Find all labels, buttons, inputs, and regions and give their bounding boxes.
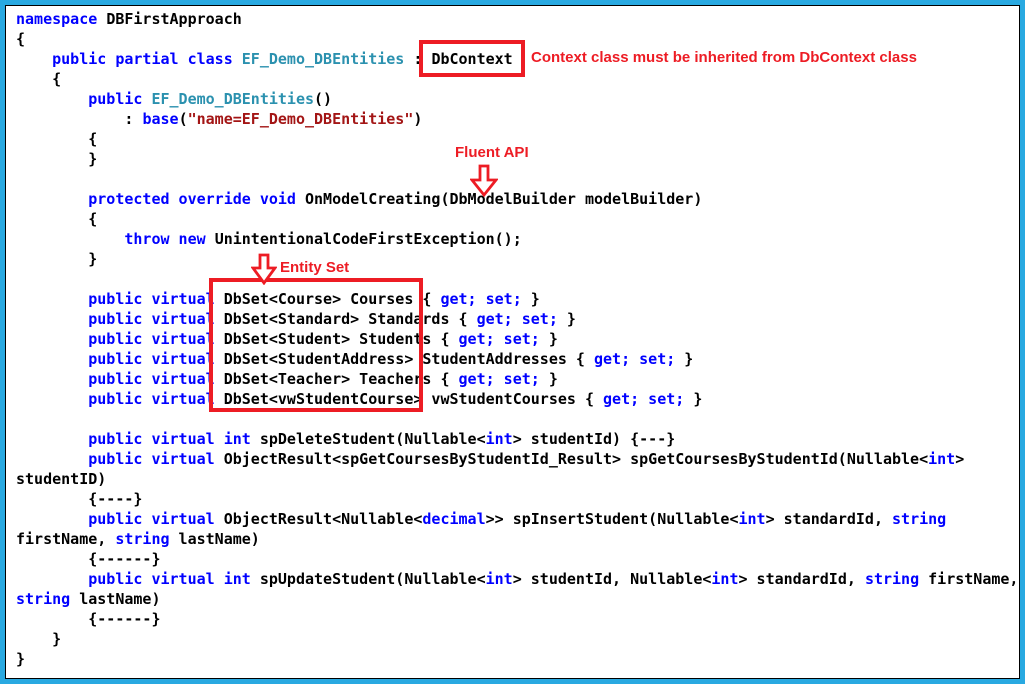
code-line: string lastName) (16, 590, 161, 608)
code-line: public virtual DbSet<Standard> Standards… (88, 310, 576, 328)
code-line: protected override void OnModelCreating(… (88, 190, 703, 208)
code-line: studentID) (16, 470, 107, 488)
entity-set-arrow-icon (251, 253, 277, 285)
fluent-api-arrow-icon (470, 164, 498, 197)
code-line: public virtual int spUpdateStudent(Nulla… (88, 570, 1019, 588)
code-line: { (16, 30, 26, 48)
code-line: { (16, 130, 98, 148)
code-line: public virtual int spDeleteStudent(Nulla… (88, 430, 676, 448)
code-line (16, 169, 1019, 189)
code-line: {------} (16, 610, 161, 628)
code-line: public EF_Demo_DBEntities() (88, 90, 333, 108)
code-line: } (16, 650, 26, 668)
code-line: { (16, 210, 98, 228)
code-line: { (16, 70, 62, 88)
code-line: public virtual ObjectResult<spGetCourses… (88, 450, 965, 468)
code-line: public virtual ObjectResult<Nullable<dec… (88, 510, 947, 528)
entity-set-label: Entity Set (280, 259, 350, 276)
code-line: public virtual DbSet<Student> Students {… (88, 330, 558, 348)
code-line: public virtual DbSet<vwStudentCourse> vw… (88, 390, 703, 408)
code-line: } (16, 150, 98, 168)
code-line (16, 269, 1019, 289)
dbcontext-highlight-box (419, 40, 525, 77)
code-line: {----} (16, 490, 143, 508)
entity-set-highlight-box (209, 278, 423, 412)
code-line: public virtual DbSet<Course> Courses { g… (88, 290, 540, 308)
code-line: namespace DBFirstApproach (16, 10, 242, 28)
fluent-api-label: Fluent API (455, 144, 529, 161)
code-line: {------} (16, 550, 161, 568)
code-line: firstName, string lastName) (16, 530, 260, 548)
code-line: } (16, 630, 62, 648)
code-line (16, 409, 1019, 429)
code-line: throw new UnintentionalCodeFirstExceptio… (124, 230, 522, 248)
code-block: namespace DBFirstApproach { public partia… (6, 6, 1019, 678)
code-line: public virtual DbSet<Teacher> Teachers {… (88, 370, 558, 388)
inner-frame (5, 5, 1020, 679)
dbcontext-note-label: Context class must be inherited from DbC… (531, 49, 917, 66)
code-line: : base("name=EF_Demo_DBEntities") (16, 110, 423, 128)
code-line: public virtual DbSet<StudentAddress> Stu… (88, 350, 694, 368)
code-line: } (16, 250, 98, 268)
code-line: public partial class EF_Demo_DBEntities … (52, 50, 513, 68)
